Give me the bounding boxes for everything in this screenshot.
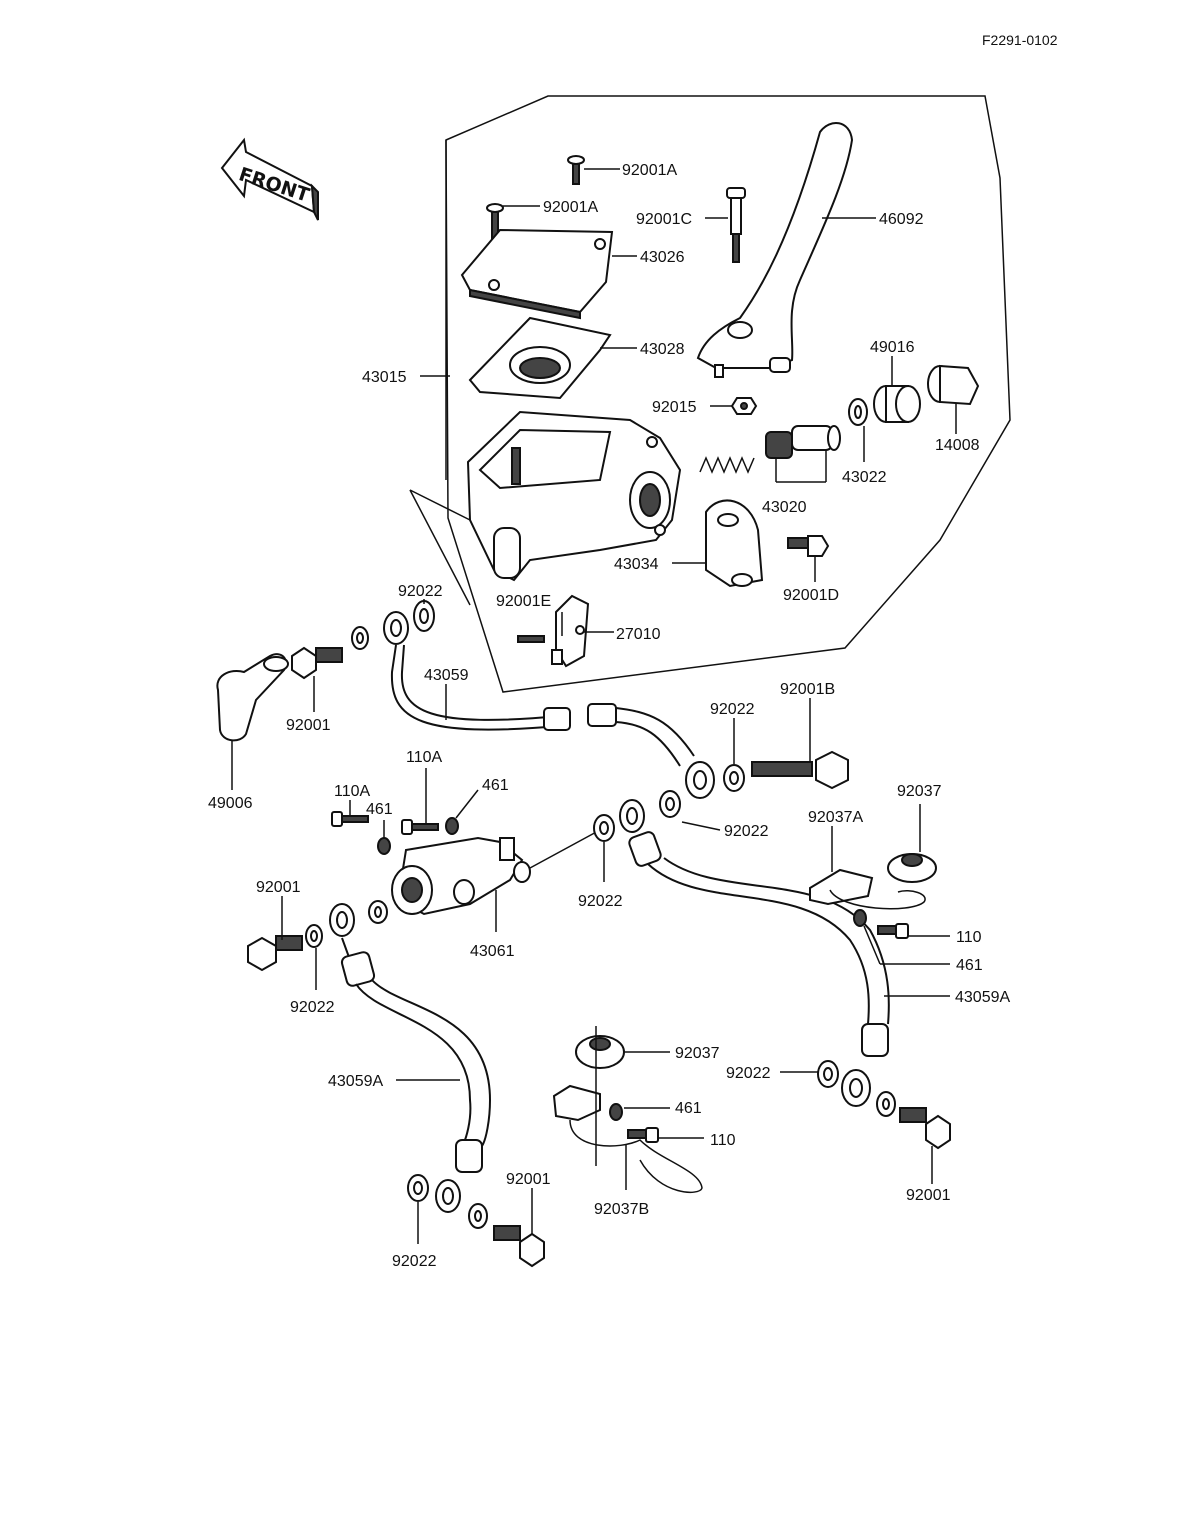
bolt-110A-icon xyxy=(331,811,439,835)
label-43022: 43022 xyxy=(842,469,887,486)
nut-92015-icon xyxy=(730,397,758,415)
label-92001D: 92001D xyxy=(783,587,839,604)
label-46092: 46092 xyxy=(879,211,924,228)
washer-92022-upper-icon xyxy=(413,600,435,632)
label-14008: 14008 xyxy=(935,437,980,454)
grommet-92037-upper-icon xyxy=(887,853,937,883)
label-92037-a: 92037 xyxy=(897,783,942,800)
front-arrow-icon: FRONT xyxy=(220,137,319,221)
washer-43022-icon xyxy=(848,398,868,426)
label-110-a: 110 xyxy=(956,929,982,946)
label-43059: 43059 xyxy=(424,667,469,684)
banjo-bolt-left-bottom-icon xyxy=(493,1225,545,1268)
bolt-110-upper-icon xyxy=(853,909,909,939)
label-92001E: 92001E xyxy=(496,593,551,610)
banjo-bolt-92001B-icon xyxy=(723,750,849,792)
boot-14008-icon xyxy=(927,364,980,406)
label-92001-c: 92001 xyxy=(906,1187,951,1204)
piston-spring-icon xyxy=(699,425,841,474)
label-92001A-1: 92001A xyxy=(622,162,677,179)
label-92022-b: 92022 xyxy=(710,701,755,718)
brake-hose-43059A-left-icon xyxy=(340,937,492,1213)
label-110A-2: 110A xyxy=(334,783,371,800)
banjo-bolt-right-lower-icon xyxy=(876,1091,951,1150)
label-92037B: 92037B xyxy=(594,1201,649,1218)
washer-92022-left-bottom-icon xyxy=(407,1174,488,1229)
bracket-92037B-icon xyxy=(552,1084,703,1194)
washer-92022-right-lower-icon xyxy=(817,1060,839,1088)
brake-lever-icon xyxy=(696,122,854,378)
diaphragm-icon xyxy=(468,316,612,400)
label-110A-1: 110A xyxy=(406,749,443,766)
label-92001-a: 92001 xyxy=(286,717,331,734)
label-461-1: 461 xyxy=(482,777,509,794)
brake-switch-icon xyxy=(517,594,590,668)
pivot-bolt-icon xyxy=(726,187,746,263)
dust-seal-icon xyxy=(873,385,921,423)
label-92001-b: 92001 xyxy=(256,879,301,896)
label-43059A-b: 43059A xyxy=(328,1073,383,1090)
label-92022-g: 92022 xyxy=(392,1253,437,1270)
brake-hose-43059A-right-icon xyxy=(619,799,890,1107)
three-way-joint-icon xyxy=(391,836,531,916)
label-92022-d: 92022 xyxy=(578,893,623,910)
label-43034: 43034 xyxy=(614,556,659,573)
master-cylinder-body-icon xyxy=(466,410,682,582)
bolt-92001D-icon xyxy=(787,535,830,557)
label-110-b: 110 xyxy=(710,1132,736,1149)
label-92022-a: 92022 xyxy=(398,583,443,600)
label-92022-f: 92022 xyxy=(726,1065,771,1082)
label-49016: 49016 xyxy=(870,339,915,356)
label-43026: 43026 xyxy=(640,249,685,266)
bracket-92037A-icon xyxy=(809,868,926,910)
grommet-92037-lower-icon xyxy=(575,1035,625,1069)
label-27010: 27010 xyxy=(616,626,661,643)
diagram-code: F2291-0102 xyxy=(982,32,1058,48)
banjo-bolt-left-lower-icon xyxy=(247,900,388,972)
label-461-3: 461 xyxy=(956,957,983,974)
reservoir-cap-icon xyxy=(460,228,614,320)
label-43059A-a: 43059A xyxy=(955,989,1010,1006)
label-92001-d: 92001 xyxy=(506,1171,551,1188)
assembly-boundary-43015 xyxy=(445,95,1011,693)
label-461-4: 461 xyxy=(675,1100,702,1117)
label-92001C: 92001C xyxy=(636,211,692,228)
label-92001A-2: 92001A xyxy=(543,199,598,216)
screw-92001A-top-icon xyxy=(567,155,585,185)
label-49006: 49006 xyxy=(208,795,253,812)
label-92037A: 92037A xyxy=(808,809,863,826)
label-43028: 43028 xyxy=(640,341,685,358)
label-92022-c: 92022 xyxy=(724,823,769,840)
brake-hose-43059-icon xyxy=(390,644,715,799)
clamp-43034-icon xyxy=(705,499,764,588)
label-92037-b: 92037 xyxy=(675,1045,720,1062)
label-43020: 43020 xyxy=(762,499,807,516)
label-92015: 92015 xyxy=(652,399,697,416)
washer-92022-joint-icon xyxy=(593,790,681,842)
label-461-2: 461 xyxy=(366,801,393,818)
washer-461-icon xyxy=(377,817,459,855)
label-92022-e: 92022 xyxy=(290,999,335,1016)
label-92001B: 92001B xyxy=(780,681,835,698)
rubber-cover-icon xyxy=(216,653,289,742)
label-43061: 43061 xyxy=(470,943,515,960)
label-43015: 43015 xyxy=(362,369,407,386)
banjo-bolt-upper-icon xyxy=(291,611,409,680)
